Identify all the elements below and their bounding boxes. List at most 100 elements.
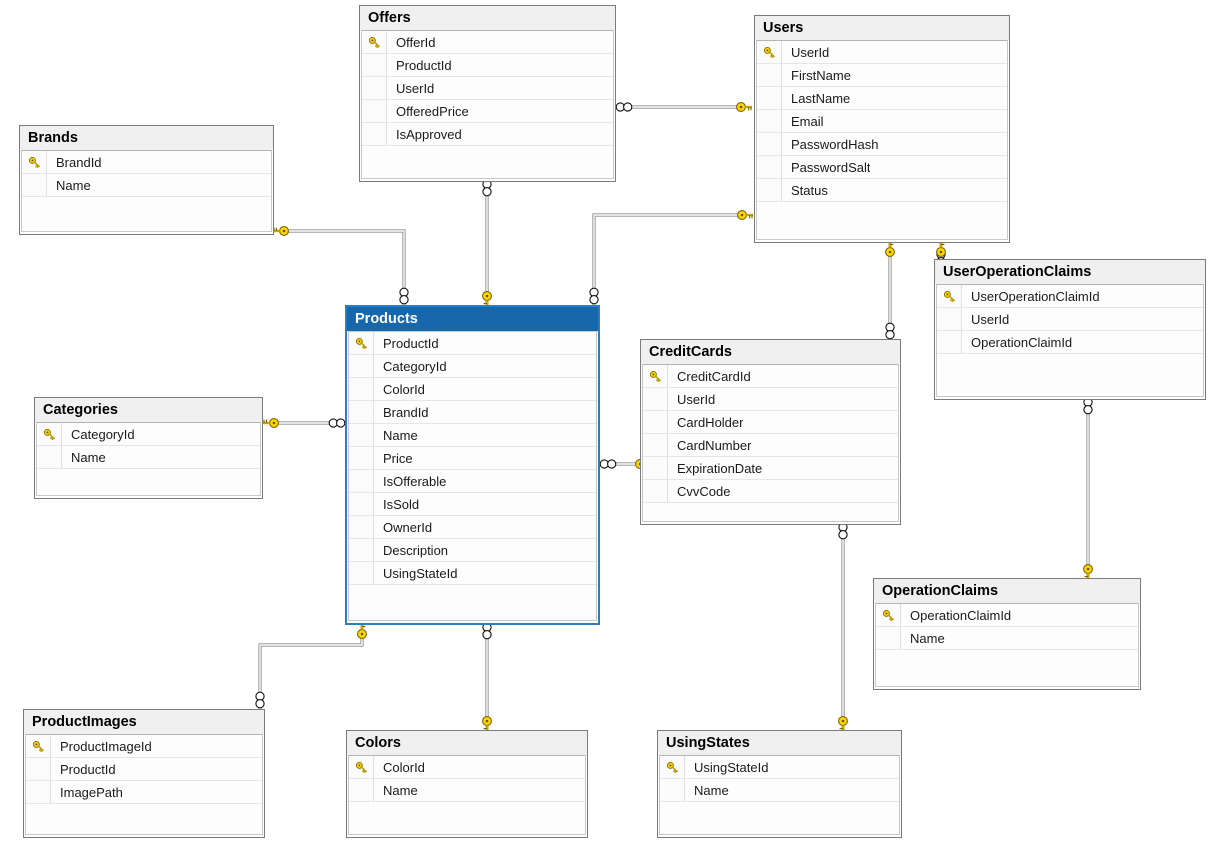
column-row[interactable]: ProductId: [362, 54, 613, 77]
primary-key-icon: [22, 151, 47, 173]
column-marker-cell: [660, 779, 685, 801]
column-name: CreditCardId: [677, 368, 751, 384]
column-row[interactable]: UserId: [937, 308, 1203, 331]
relationship-users-creditcards[interactable]: [885, 241, 895, 340]
column-row[interactable]: CategoryId: [37, 423, 260, 446]
column-row[interactable]: ImagePath: [26, 781, 262, 804]
column-row[interactable]: IsOfferable: [349, 470, 596, 493]
column-name: CardNumber: [677, 437, 752, 453]
table-title-usingstates[interactable]: UsingStates: [658, 731, 901, 755]
column-row[interactable]: BrandId: [349, 401, 596, 424]
column-row[interactable]: LastName: [757, 87, 1007, 110]
column-row[interactable]: UserId: [643, 388, 898, 411]
column-marker-cell: [349, 493, 374, 515]
relationship-creditcards-usingstates[interactable]: [838, 522, 848, 732]
table-title-users[interactable]: Users: [755, 16, 1009, 40]
column-row[interactable]: Name: [660, 779, 899, 802]
table-title-creditcards[interactable]: CreditCards: [641, 340, 900, 364]
column-marker-cell: [22, 174, 47, 196]
column-name: ProductId: [383, 335, 439, 351]
column-row[interactable]: Price: [349, 447, 596, 470]
table-title-brands[interactable]: Brands: [20, 126, 273, 150]
relationship-offers-users[interactable]: [615, 102, 752, 112]
column-row[interactable]: ColorId: [349, 756, 585, 779]
column-row[interactable]: ProductId: [26, 758, 262, 781]
table-title-products[interactable]: Products: [347, 307, 598, 331]
table-title-categories[interactable]: Categories: [35, 398, 262, 422]
column-row[interactable]: UsingStateId: [660, 756, 899, 779]
table-title-operationclaims[interactable]: OperationClaims: [874, 579, 1140, 603]
relationship-offers-products[interactable]: [482, 179, 492, 307]
column-row[interactable]: IsApproved: [362, 123, 613, 146]
relationship-operationclaims-useroperationclaims[interactable]: [1083, 397, 1093, 580]
column-row[interactable]: OfferedPrice: [362, 100, 613, 123]
column-row[interactable]: FirstName: [757, 64, 1007, 87]
column-name: CategoryId: [383, 358, 447, 374]
column-name: Description: [383, 542, 449, 558]
relationship-categories-products[interactable]: [263, 418, 346, 428]
table-title-productimages[interactable]: ProductImages: [24, 710, 264, 734]
column-row[interactable]: ColorId: [349, 378, 596, 401]
column-row[interactable]: CardNumber: [643, 434, 898, 457]
column-row[interactable]: PasswordHash: [757, 133, 1007, 156]
column-row[interactable]: Name: [22, 174, 271, 197]
column-row[interactable]: OfferId: [362, 31, 613, 54]
column-row[interactable]: Description: [349, 539, 596, 562]
column-row[interactable]: OwnerId: [349, 516, 596, 539]
column-row[interactable]: Name: [349, 424, 596, 447]
column-marker-cell: [349, 401, 374, 423]
column-row[interactable]: OperationClaimId: [937, 331, 1203, 354]
column-row[interactable]: Name: [37, 446, 260, 469]
column-row[interactable]: CategoryId: [349, 355, 596, 378]
relationship-users-products[interactable]: [589, 210, 753, 305]
column-row[interactable]: ProductImageId: [26, 735, 262, 758]
column-row[interactable]: Email: [757, 110, 1007, 133]
column-name: FirstName: [791, 67, 851, 83]
column-row[interactable]: OperationClaimId: [876, 604, 1138, 627]
table-title-colors[interactable]: Colors: [347, 731, 587, 755]
column-row[interactable]: Name: [349, 779, 585, 802]
column-row[interactable]: UserId: [757, 41, 1007, 64]
relationship-products-colors[interactable]: [482, 622, 492, 732]
column-row[interactable]: CreditCardId: [643, 365, 898, 388]
column-row[interactable]: IsSold: [349, 493, 596, 516]
relationship-products-productimages[interactable]: [255, 623, 367, 709]
column-row[interactable]: ProductId: [349, 332, 596, 355]
column-row[interactable]: Name: [876, 627, 1138, 650]
column-row[interactable]: CardHolder: [643, 411, 898, 434]
column-row[interactable]: CvvCode: [643, 480, 898, 503]
table-title-useroperationclaims[interactable]: UserOperationClaims: [935, 260, 1205, 284]
column-row[interactable]: Status: [757, 179, 1007, 202]
column-row[interactable]: ExpirationDate: [643, 457, 898, 480]
column-row[interactable]: UsingStateId: [349, 562, 596, 585]
relationship-brands-products[interactable]: [273, 226, 409, 305]
column-row[interactable]: UserId: [362, 77, 613, 100]
column-row[interactable]: UserOperationClaimId: [937, 285, 1203, 308]
column-row[interactable]: PasswordSalt: [757, 156, 1007, 179]
column-row[interactable]: BrandId: [22, 151, 271, 174]
table-title-offers[interactable]: Offers: [360, 6, 615, 30]
